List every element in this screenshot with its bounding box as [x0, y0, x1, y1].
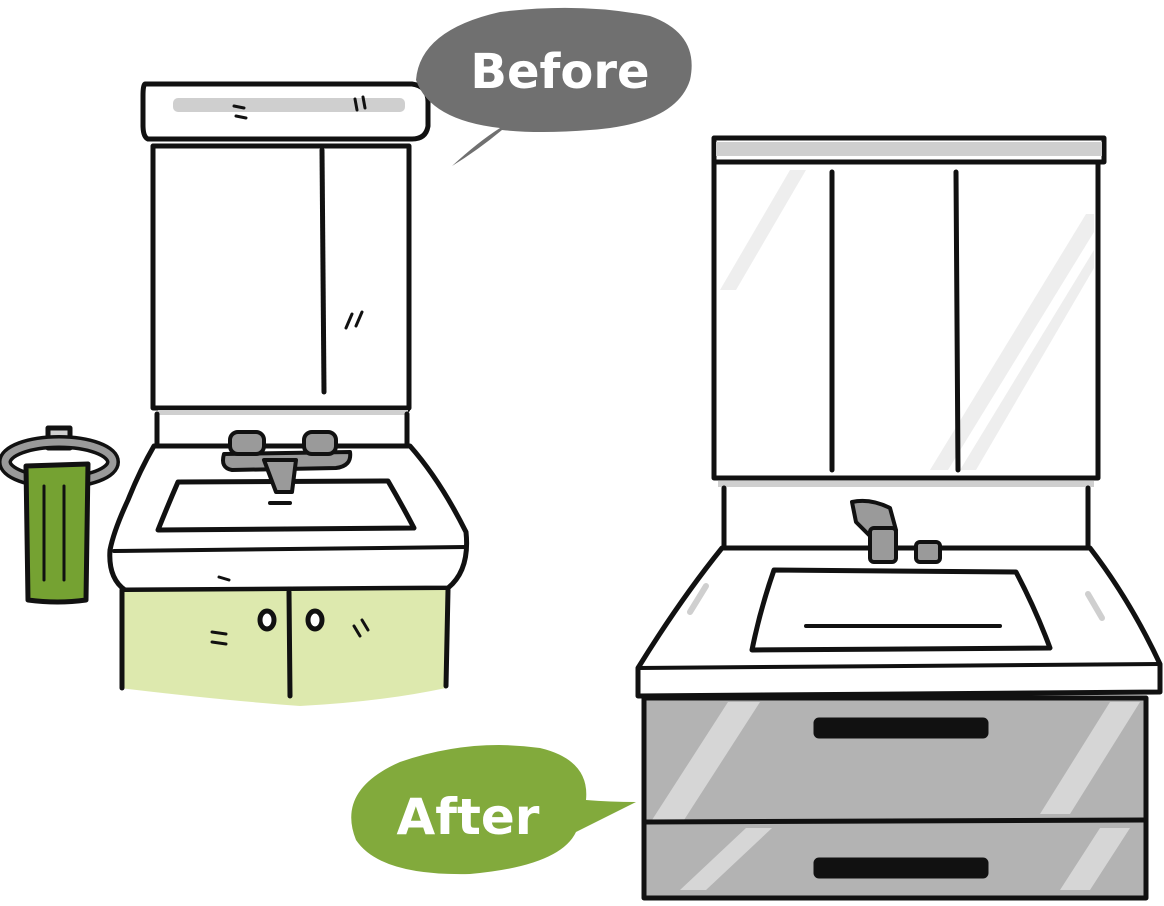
after-label: After	[397, 788, 540, 846]
before-sink-bowl	[155, 478, 417, 533]
faucet-icon	[221, 430, 353, 505]
towel	[23, 461, 91, 605]
before-label: Before	[470, 44, 649, 100]
after-faucet-icon	[850, 498, 942, 564]
after-vanity	[635, 135, 1163, 901]
after-speech-bubble: After	[351, 745, 636, 875]
before-light-strip	[173, 98, 405, 112]
before-vanity	[0, 81, 470, 706]
before-speech-bubble: Before	[416, 7, 692, 167]
after-sink-bowl	[749, 567, 1053, 653]
towel-ring-icon	[0, 425, 120, 605]
after-drawer-handle-bottom	[813, 857, 989, 879]
before-mirror	[150, 143, 412, 411]
after-drawer-handle-top	[813, 717, 989, 739]
before-cabinet	[120, 590, 448, 706]
